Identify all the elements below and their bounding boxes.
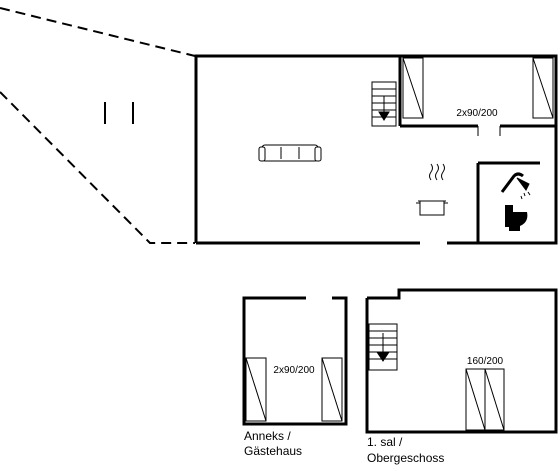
- first-floor-bed-label: 160/200: [467, 356, 504, 367]
- shower-icon: [500, 172, 531, 200]
- single-bed-icon: [402, 57, 424, 119]
- first-floor-walls: [365, 288, 558, 434]
- ground-floor-walls: [194, 54, 558, 245]
- stairs-down-icon: [371, 81, 397, 127]
- single-bed-icon: [321, 357, 343, 422]
- annex-caption-line2: Gästehaus: [244, 444, 302, 458]
- single-bed-icon: [245, 357, 267, 422]
- first-floor-caption-line1: 1. sal /: [367, 435, 403, 449]
- cooking-pot-icon: [416, 163, 448, 216]
- double-bed-icon: [465, 368, 505, 431]
- stairs-down-icon: [368, 323, 398, 371]
- toilet-icon: [505, 205, 528, 231]
- terrace-posts: [104, 102, 134, 124]
- annex-walls: [242, 296, 348, 426]
- bedroom-door-jambs: [477, 126, 501, 136]
- sofa-icon: [258, 144, 322, 162]
- first-floor-caption-line2: Obergeschoss: [367, 451, 444, 465]
- terrace-outline: [0, 7, 196, 244]
- annex-caption-line1: Anneks /: [244, 429, 291, 443]
- bedroom-bed-label: 2x90/200: [456, 108, 498, 119]
- single-bed-icon: [532, 57, 554, 119]
- annex-bed-label: 2x90/200: [273, 365, 315, 376]
